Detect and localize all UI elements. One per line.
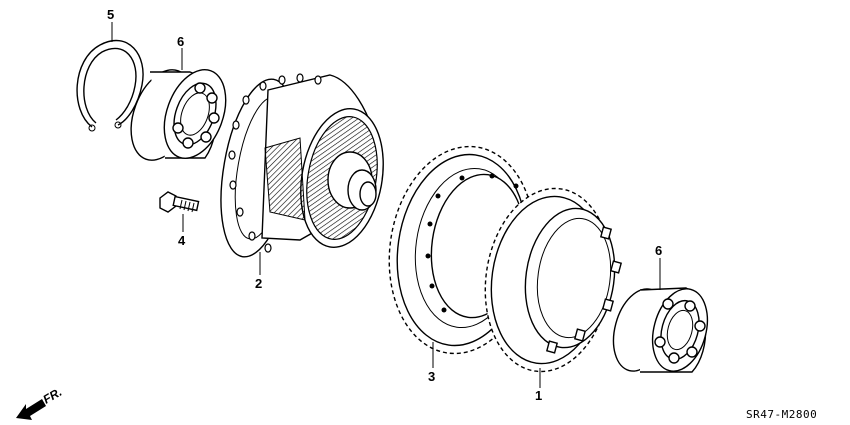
callout-6-right: 6 [655, 243, 662, 258]
callout-2: 2 [255, 276, 262, 291]
ball-bearing-right[interactable] [605, 283, 716, 378]
ball-bearing-left[interactable] [120, 61, 237, 169]
driven-gear-ring[interactable] [474, 180, 624, 379]
front-direction-arrow-icon [16, 399, 46, 420]
callout-6-left: 6 [177, 34, 184, 49]
callout-1: 1 [535, 388, 542, 403]
differential-carrier[interactable] [209, 73, 394, 262]
leader-lines [111, 22, 661, 388]
callout-4: 4 [178, 233, 186, 248]
callout-5: 5 [107, 7, 114, 22]
bolt[interactable] [159, 191, 200, 213]
diagram-code: SR47-M2800 [746, 408, 817, 421]
callout-3: 3 [428, 369, 435, 384]
